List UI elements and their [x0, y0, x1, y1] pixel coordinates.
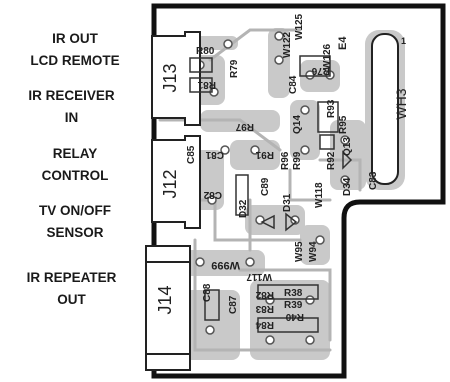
label-r92: R92 [326, 151, 337, 170]
label-q14: Q14 [292, 115, 303, 134]
label-w126: W126 [322, 43, 333, 70]
jack-j12-label: J12 [160, 169, 180, 198]
jack-j13: J13 [151, 31, 201, 126]
label-d32: D32 [238, 199, 249, 218]
label-r39: R39 [284, 300, 303, 311]
solder-pads [171, 31, 350, 345]
label-w122: W122 [282, 31, 293, 58]
label-relay-control: RELAY CONTROL [20, 146, 130, 184]
label-tv-sensor: TV ON/OFF SENSOR [20, 203, 130, 241]
label-w95: W95 [294, 241, 305, 262]
label-r80: R80 [196, 46, 215, 57]
component-outlines [189, 55, 353, 333]
label-tv-sensor-line2: SENSOR [46, 225, 104, 240]
label-tv-sensor-line1: TV ON/OFF [39, 203, 111, 218]
label-c89: C89 [260, 177, 271, 196]
label-ir-receiver-line1: IR RECEIVER [28, 88, 115, 103]
jack-j12: J12 [151, 135, 201, 229]
jack-j13-label: J13 [160, 63, 180, 92]
label-r82: R82 [255, 289, 274, 300]
label-c85: C85 [186, 145, 197, 164]
label-ir-repeater: IR REPEATER OUT [14, 270, 129, 308]
label-r83: R83 [255, 303, 274, 314]
label-c83: C83 [368, 171, 379, 190]
label-r97: R97 [235, 121, 254, 132]
label-r95: R95 [338, 115, 349, 134]
label-c81: C81 [205, 149, 224, 160]
label-r91: R91 [255, 149, 274, 160]
label-ir-repeater-line1: IR REPEATER [26, 270, 117, 285]
label-r93: R93 [326, 99, 337, 118]
label-r79: R79 [229, 59, 240, 78]
label-r84: R84 [255, 319, 274, 330]
jack-j14: J14 [145, 245, 191, 371]
label-ir-repeater-line2: OUT [57, 292, 86, 307]
header-wh3-label: WH3 [393, 88, 409, 119]
label-r38: R38 [284, 288, 303, 299]
label-d34: D34 [342, 177, 353, 196]
label-r81: R81 [197, 79, 216, 90]
label-ir-receiver-line2: IN [64, 110, 79, 125]
label-relay-line1: RELAY [52, 146, 98, 161]
label-c88: C88 [202, 283, 213, 302]
label-w94: W94 [308, 241, 319, 262]
label-ir-receiver: IR RECEIVER IN [14, 88, 129, 126]
jack-j14-label: J14 [155, 285, 175, 314]
label-w125: W125 [294, 13, 305, 40]
silkscreen-labels: R80 R81 R79 R97 W122 W125 W126 E4 R76 C8… [186, 13, 379, 330]
label-c87: C87 [228, 295, 239, 314]
label-q13: Q13 [342, 137, 353, 156]
label-ir-out-line1: IR OUT [52, 31, 98, 46]
label-r96: R96 [280, 151, 291, 170]
pin1-label: 1 [401, 36, 406, 46]
label-r99: R99 [292, 151, 303, 170]
label-r76: R76 [311, 65, 330, 76]
label-w117: W117 [246, 271, 272, 282]
label-c82: C82 [203, 189, 222, 200]
label-w118: W118 [314, 182, 325, 208]
label-ir-out: IR OUT LCD REMOTE [20, 31, 130, 69]
label-ir-out-line2: LCD REMOTE [30, 53, 120, 68]
label-c84: C84 [288, 75, 299, 94]
label-r40: R40 [285, 311, 304, 322]
label-d31: D31 [282, 193, 293, 212]
label-e4: E4 [337, 36, 349, 50]
label-w999: W999 [211, 259, 240, 271]
header-wh3: WH3 1 [371, 33, 409, 185]
label-relay-line2: CONTROL [41, 168, 109, 183]
